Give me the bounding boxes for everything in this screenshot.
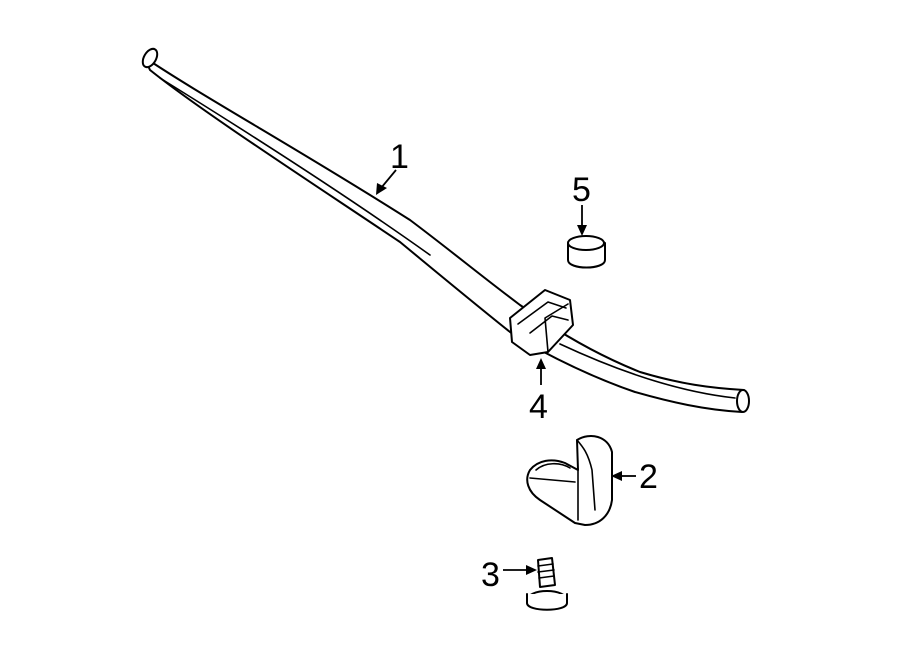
arrowhead-1	[376, 183, 387, 195]
arrowhead-3	[526, 565, 537, 575]
cap-icon	[567, 235, 606, 269]
bracket-clip-icon	[526, 435, 613, 526]
leader-lines	[376, 169, 636, 575]
stabilizer-bar-icon	[141, 47, 750, 413]
bolt-icon	[526, 557, 568, 611]
callout-4: 4	[529, 388, 548, 426]
callout-5: 5	[572, 171, 591, 209]
callout-2: 2	[639, 458, 658, 496]
callout-1: 1	[390, 138, 409, 176]
bushing-icon	[509, 289, 574, 356]
arrowhead-4	[536, 358, 546, 369]
arrowhead-5	[577, 225, 587, 236]
leader-1	[380, 169, 397, 189]
callout-3: 3	[481, 556, 500, 594]
arrowhead-2	[611, 471, 622, 481]
